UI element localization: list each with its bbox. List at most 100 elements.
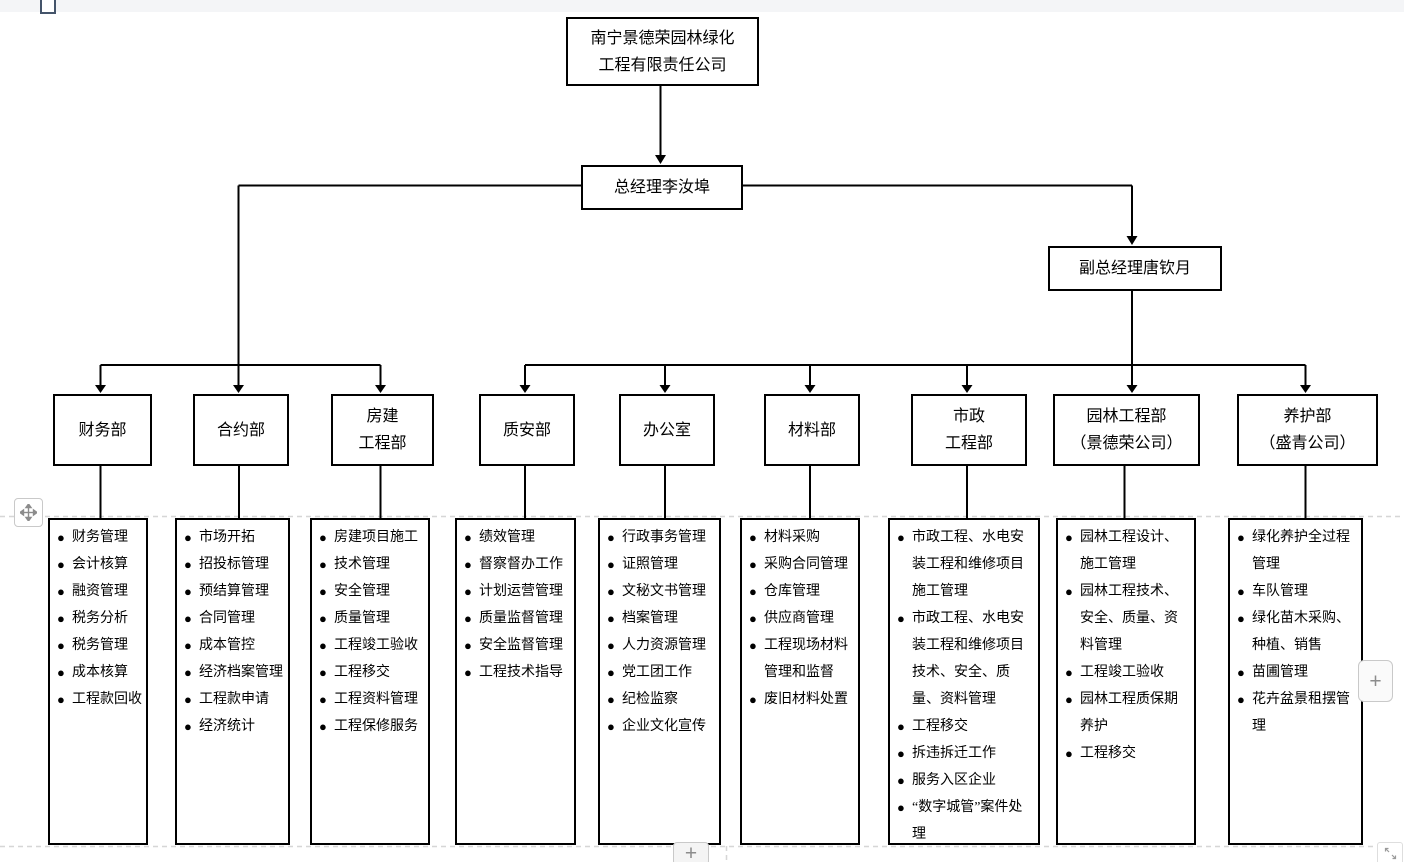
duty-text: 成本管控: [199, 638, 255, 653]
bullet-icon: ●: [607, 584, 615, 599]
bullet-icon: ●: [319, 584, 327, 599]
dept-box-materials[interactable]: 材料部: [764, 394, 860, 466]
move-handle-button[interactable]: [14, 498, 43, 527]
duty-text: 工程技术指导: [479, 665, 563, 680]
duty-text: 人力资源管理: [622, 638, 706, 653]
duty-text: “数字城管”案件处理: [912, 800, 1023, 842]
bullet-icon: ●: [1237, 665, 1245, 680]
duty-text: 安全管理: [334, 584, 390, 599]
bullet-icon: ●: [184, 584, 192, 599]
bullet-icon: ●: [749, 611, 757, 626]
duty-item: ●苗圃管理: [1237, 659, 1357, 686]
duty-item: ●供应商管理: [749, 605, 854, 632]
duty-list-maintenance[interactable]: ●绿化养护全过程管理●车队管理●绿化苗木采购、种植、销售●苗圃管理●花卉盆景租摆…: [1228, 518, 1363, 845]
dept-box-finance[interactable]: 财务部: [53, 394, 152, 466]
bullet-icon: ●: [607, 638, 615, 653]
move-icon: [20, 504, 37, 521]
duty-list-municipal-engineering[interactable]: ● 市政工程、水电安装工程和维修项目施工管理 ● 市政工程、水电安装工程和维修项目技术…: [888, 518, 1040, 845]
duty-item: ●房建项目施工: [319, 524, 424, 551]
duty-item: ●安全监督管理: [464, 632, 570, 659]
duty-text: 招投标管理: [199, 557, 269, 572]
dept-box-landscape-engineering[interactable]: 园林工程部 （景德荣公司）: [1053, 394, 1200, 466]
duty-text: 工程款回收: [72, 692, 142, 707]
dept-name: 质安部: [502, 421, 551, 439]
add-node-bottom-button[interactable]: +: [673, 842, 709, 862]
bullet-icon: ●: [57, 584, 65, 599]
duty-text: 合同管理: [199, 611, 255, 626]
bullet-icon: ●: [897, 746, 905, 761]
duty-item: ●绿化养护全过程管理: [1237, 524, 1357, 578]
duty-list-materials[interactable]: ●材料采购●采购合同管理●仓库管理●供应商管理●工程现场材料管理和监督●废旧材料…: [740, 518, 860, 845]
bullet-icon: ●: [319, 557, 327, 572]
duty-item: ● 拆违拆迁工作: [897, 740, 1034, 767]
dept-name: 办公室: [642, 421, 691, 439]
bullet-icon: ●: [57, 611, 65, 626]
duty-text: 文秘文书管理: [622, 584, 706, 599]
duty-list-housing-construction[interactable]: ●房建项目施工●技术管理●安全管理●质量管理●工程竣工验收●工程移交●工程资料管…: [310, 518, 430, 845]
bullet-icon: ●: [749, 638, 757, 653]
bullet-icon: ●: [184, 665, 192, 680]
dept-box-municipal-engineering[interactable]: 市政 工程部: [911, 394, 1027, 466]
duty-text: 园林工程技术、安全、质量、资料管理: [1080, 584, 1178, 653]
org-box-general-manager[interactable]: 总经理李汝埠: [581, 165, 743, 210]
dept-name: 工程部: [358, 435, 407, 452]
duty-item: ●经济档案管理: [184, 659, 284, 686]
duty-item: ●技术管理: [319, 551, 424, 578]
duty-item: ●工程款回收: [57, 686, 142, 713]
bullet-icon: ●: [897, 719, 905, 734]
duty-item: ●仓库管理: [749, 578, 854, 605]
duty-list-finance[interactable]: ●财务管理●会计核算●融资管理●税务分析●税务管理●成本核算●工程款回收: [48, 518, 148, 845]
duty-text: 纪检监察: [622, 692, 678, 707]
duty-item: ● 市政工程、水电安装工程和维修项目施工管理: [897, 524, 1034, 605]
bullet-icon: ●: [1065, 692, 1073, 707]
duty-list-office[interactable]: ●行政事务管理●证照管理●文秘文书管理●档案管理●人力资源管理●党工团工作●纪检…: [598, 518, 721, 845]
duty-text: 预结算管理: [199, 584, 269, 599]
bullet-icon: ●: [897, 800, 905, 815]
duty-list-contracts[interactable]: ●市场开拓●招投标管理●预结算管理●合同管理●成本管控●经济档案管理●工程款申请…: [175, 518, 290, 845]
duty-text: 工程移交: [334, 665, 390, 680]
duty-item: ● 服务入区企业: [897, 767, 1034, 794]
duty-text: 经济统计: [199, 719, 255, 734]
duty-item: ●废旧材料处置: [749, 686, 854, 713]
bullet-icon: ●: [749, 530, 757, 545]
expand-fullscreen-button[interactable]: [1377, 842, 1403, 862]
company-name-line: 南宁景德荣园林绿化: [590, 29, 735, 47]
org-box-company[interactable]: 南宁景德荣园林绿化 工程有限责任公司: [566, 17, 759, 86]
bullet-icon: ●: [1065, 746, 1073, 761]
bullet-icon: ●: [897, 530, 905, 545]
duty-text: 拆违拆迁工作: [912, 746, 996, 761]
dept-box-housing-construction[interactable]: 房建 工程部: [331, 394, 434, 466]
bullet-icon: ●: [57, 557, 65, 572]
duty-item: ●园林工程质保期养护: [1065, 686, 1190, 740]
dept-box-quality-safety[interactable]: 质安部: [479, 394, 575, 466]
dept-box-contracts[interactable]: 合约部: [193, 394, 289, 466]
bullet-icon: ●: [897, 611, 905, 626]
duty-text: 市政工程、水电安装工程和维修项目施工管理: [912, 530, 1024, 599]
duty-text: 党工团工作: [622, 665, 692, 680]
duty-list-landscape-engineering[interactable]: ●园林工程设计、施工管理●园林工程技术、安全、质量、资料管理●工程竣工验收●园林…: [1056, 518, 1196, 845]
org-box-deputy-general-manager[interactable]: 副总经理唐钦月: [1048, 246, 1222, 291]
duty-item: ● 市场开拓: [184, 524, 284, 551]
bullet-icon: ●: [57, 665, 65, 680]
bullet-icon: ●: [184, 530, 192, 545]
duty-item: ●计划运营管理: [464, 578, 570, 605]
bullet-icon: ●: [57, 638, 65, 653]
duty-text: 市场开拓: [199, 530, 255, 545]
duty-text: 服务入区企业: [912, 773, 996, 788]
duty-list-quality-safety[interactable]: ●绩效管理●督察督办工作●计划运营管理●质量监督管理●安全监督管理●工程技术指导: [455, 518, 576, 845]
duty-text: 市政工程、水电安装工程和维修项目技术、安全、质量、资料管理: [912, 611, 1024, 707]
duty-text: 房建项目施工: [334, 530, 418, 545]
add-node-right-button[interactable]: +: [1358, 660, 1393, 702]
duty-text: 行政事务管理: [622, 530, 706, 545]
dept-box-maintenance[interactable]: 养护部 （盛青公司）: [1237, 394, 1378, 466]
bullet-icon: ●: [464, 665, 472, 680]
duty-item: ● 安全管理: [319, 578, 424, 605]
dept-box-office[interactable]: 办公室: [619, 394, 715, 466]
bullet-icon: ●: [184, 557, 192, 572]
bullet-icon: ●: [897, 773, 905, 788]
dept-name: （盛青公司）: [1259, 435, 1356, 452]
duty-item: ●行政事务管理: [607, 524, 715, 551]
dept-name: 园林工程部: [1086, 408, 1167, 425]
